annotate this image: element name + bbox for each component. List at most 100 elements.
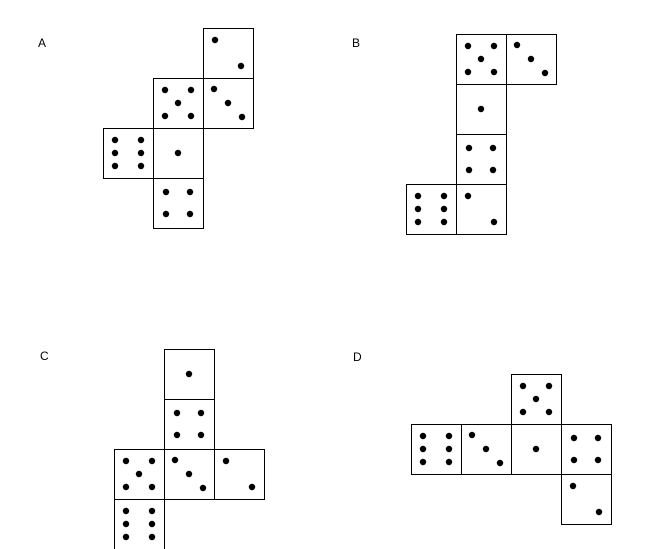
pip	[545, 382, 553, 390]
die-face	[456, 84, 507, 135]
pip	[111, 149, 119, 157]
pip	[148, 507, 156, 515]
die-face	[114, 499, 165, 549]
pip	[111, 162, 119, 170]
pip	[414, 218, 422, 226]
pip	[419, 445, 427, 453]
pip	[477, 55, 485, 63]
die-face	[456, 134, 507, 185]
die-face-border	[164, 399, 215, 450]
net-c	[114, 349, 265, 549]
net-b	[406, 34, 557, 235]
pip	[186, 210, 194, 218]
die-face-border	[411, 424, 462, 475]
die-face	[511, 424, 562, 475]
option-label-a: A	[38, 36, 46, 50]
die-face-border	[114, 499, 165, 549]
pip	[174, 99, 182, 107]
pip	[419, 458, 427, 466]
pip	[532, 445, 540, 453]
die-face	[203, 78, 254, 129]
pip	[440, 192, 448, 200]
option-label-c: C	[40, 349, 49, 363]
die-face-border	[456, 134, 507, 185]
pip	[496, 459, 504, 467]
pip	[414, 192, 422, 200]
pip	[414, 205, 422, 213]
die-face	[561, 474, 612, 525]
pip	[162, 188, 170, 196]
pip	[464, 68, 472, 76]
die-face-border	[103, 128, 154, 179]
option-b: B	[352, 34, 557, 235]
pip	[465, 166, 473, 174]
pip	[148, 483, 156, 491]
die-face	[203, 28, 254, 79]
pip	[465, 144, 473, 152]
pip	[464, 192, 472, 200]
pip	[490, 42, 498, 50]
pip	[185, 370, 193, 378]
pip	[490, 68, 498, 76]
pip	[187, 112, 195, 120]
pip	[210, 85, 218, 93]
net-a	[103, 28, 254, 229]
pip	[122, 483, 130, 491]
pip	[594, 434, 602, 442]
pip	[490, 218, 498, 226]
pip	[187, 86, 195, 94]
pip	[519, 408, 527, 416]
pip	[569, 482, 577, 490]
pip	[570, 456, 578, 464]
pip	[122, 520, 130, 528]
pip	[477, 105, 485, 113]
die-face	[164, 349, 215, 400]
pip	[224, 99, 232, 107]
pip	[482, 445, 490, 453]
pip	[186, 188, 194, 196]
pip	[440, 205, 448, 213]
pip	[238, 113, 246, 121]
die-face	[456, 184, 507, 235]
option-c: C	[40, 349, 265, 549]
pip	[122, 507, 130, 515]
die-face	[506, 34, 557, 85]
die-face	[153, 78, 204, 129]
die-face-border	[561, 474, 612, 525]
pip	[161, 112, 169, 120]
die-face	[214, 449, 265, 500]
pip	[419, 432, 427, 440]
pip	[148, 533, 156, 541]
die-face	[456, 34, 507, 85]
die-face-border	[203, 28, 254, 79]
pip	[135, 470, 143, 478]
pip	[545, 408, 553, 416]
option-d: D	[353, 350, 612, 525]
die-face	[114, 449, 165, 500]
pip	[445, 445, 453, 453]
die-face	[461, 424, 512, 475]
pip	[197, 409, 205, 417]
pip	[468, 431, 476, 439]
pip	[173, 431, 181, 439]
pip	[162, 210, 170, 218]
pip	[489, 144, 497, 152]
die-face	[164, 449, 215, 500]
pip	[199, 484, 207, 492]
die-face	[103, 128, 154, 179]
pip	[111, 136, 119, 144]
pip	[161, 86, 169, 94]
pip	[148, 457, 156, 465]
die-face-border	[406, 184, 457, 235]
pip	[445, 458, 453, 466]
pip	[527, 55, 535, 63]
die-face	[561, 424, 612, 475]
die-face-border	[214, 449, 265, 500]
pip	[594, 456, 602, 464]
die-face-border	[456, 184, 507, 235]
pip	[237, 62, 245, 70]
die-face-border	[561, 424, 612, 475]
pip	[464, 42, 472, 50]
die-face	[153, 128, 204, 179]
